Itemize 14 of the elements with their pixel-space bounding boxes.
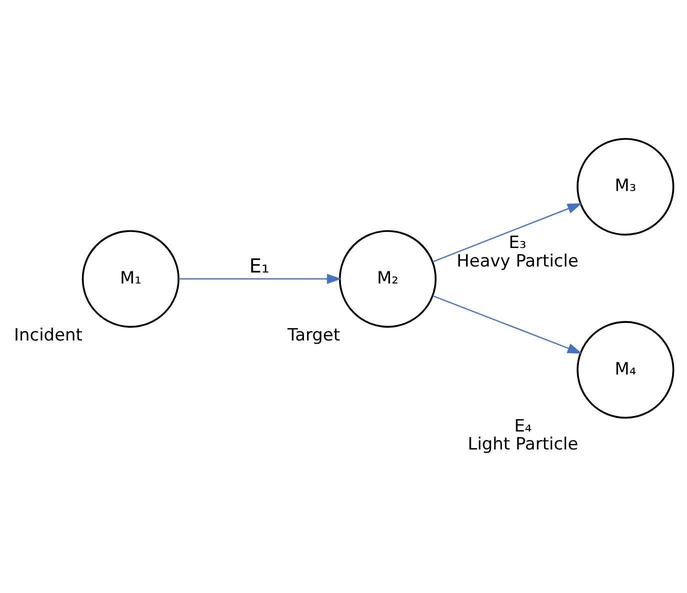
node-label: E₄ bbox=[514, 416, 532, 436]
node-circle: M₁ bbox=[82, 230, 180, 328]
edge-label: E₁ bbox=[249, 254, 270, 278]
node-label: E₃ bbox=[508, 233, 526, 254]
node-circle: M₄ bbox=[576, 321, 674, 419]
node-label: Light Particle bbox=[468, 434, 578, 455]
arrow bbox=[432, 203, 582, 262]
arrow bbox=[432, 295, 582, 354]
node-label: Target bbox=[288, 325, 340, 346]
node-label: Incident bbox=[14, 325, 82, 346]
node-circle: M₂ bbox=[338, 230, 437, 328]
node-circle: M₃ bbox=[576, 138, 674, 236]
node-label: Heavy Particle bbox=[456, 251, 578, 272]
arrow bbox=[178, 274, 342, 284]
